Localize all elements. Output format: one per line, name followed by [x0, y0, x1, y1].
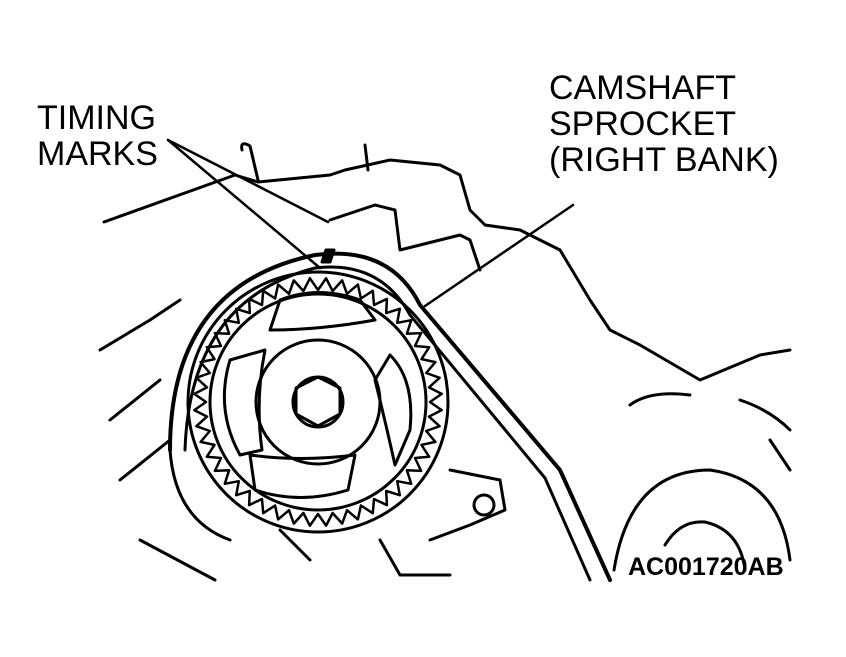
figure-code: AC001720AB [628, 553, 784, 581]
spoke-window-left [222, 348, 267, 457]
engine-block-outline [102, 158, 792, 382]
timing-mark-notch [320, 248, 336, 264]
timing-belt-outer [168, 251, 612, 582]
timing-marks-label: TIMING MARKS [37, 99, 158, 173]
engine-block-lower [98, 298, 217, 582]
sprocket-outer-ring [186, 270, 450, 534]
hex-bolt-washer [291, 375, 345, 429]
bolt-boss [472, 493, 496, 517]
pulley-right-inner [663, 520, 747, 572]
timing-belt-lower [168, 448, 312, 562]
leader-timing-upper [166, 138, 330, 224]
pulley-right [612, 468, 792, 572]
camshaft-sprocket-label: CAMSHAFT SPROCKET (RIGHT BANK) [549, 69, 779, 179]
bracket-left [240, 142, 370, 182]
leader-timing-lower [166, 138, 322, 270]
hex-bolt [294, 375, 342, 428]
sprocket-teeth [193, 277, 443, 527]
cover-edge [328, 203, 482, 272]
spoke-window-top [268, 291, 377, 332]
sprocket-web-ring [254, 338, 382, 466]
spoke-window-right [373, 353, 413, 467]
camshaft-sprocket [186, 270, 450, 534]
pulley-right-outer [628, 392, 792, 472]
leader-sprocket [423, 203, 575, 308]
tensioner-area [378, 468, 507, 577]
spoke-window-bottom [248, 453, 357, 499]
